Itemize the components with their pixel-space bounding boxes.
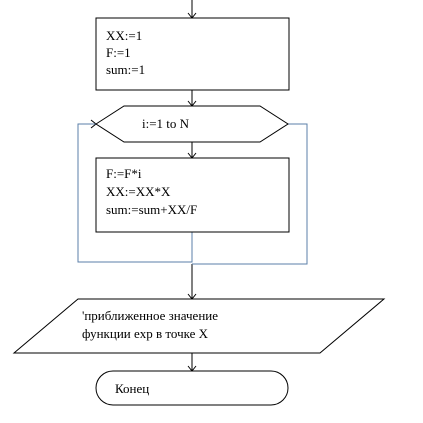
init-block: XX:=1 F:=1 sum:=1 (95, 17, 290, 91)
output-line-1: 'приближенное значение (82, 308, 218, 323)
init-line-3: sum:=1 (106, 62, 145, 77)
loop-exit-line (192, 123, 308, 265)
body-line-3: sum:=sum+XX/F (106, 202, 197, 217)
output-line-2: функции exp в точке X (82, 326, 209, 341)
init-line-1: XX:=1 (106, 28, 142, 43)
loop-label: i:=1 to N (142, 116, 190, 131)
loop-block: i:=1 to N (95, 105, 289, 143)
body-line-2: XX:=XX*X (106, 184, 171, 199)
init-line-2: F:=1 (106, 45, 131, 60)
output-parallelogram (12, 298, 386, 354)
end-block: Конец (95, 370, 289, 406)
loop-lines (77, 123, 308, 265)
body-block: F:=F*i XX:=XX*X sum:=sum+XX/F (95, 157, 290, 233)
end-terminator (95, 370, 289, 406)
loop-hexagon (95, 105, 289, 143)
end-label: Конец (115, 381, 149, 396)
init-process-box (95, 17, 290, 91)
body-process-box (95, 157, 290, 233)
body-line-1: F:=F*i (106, 166, 142, 181)
loop-return-line (77, 123, 193, 263)
output-block: 'приближенное значение функции exp в точ… (12, 298, 386, 354)
